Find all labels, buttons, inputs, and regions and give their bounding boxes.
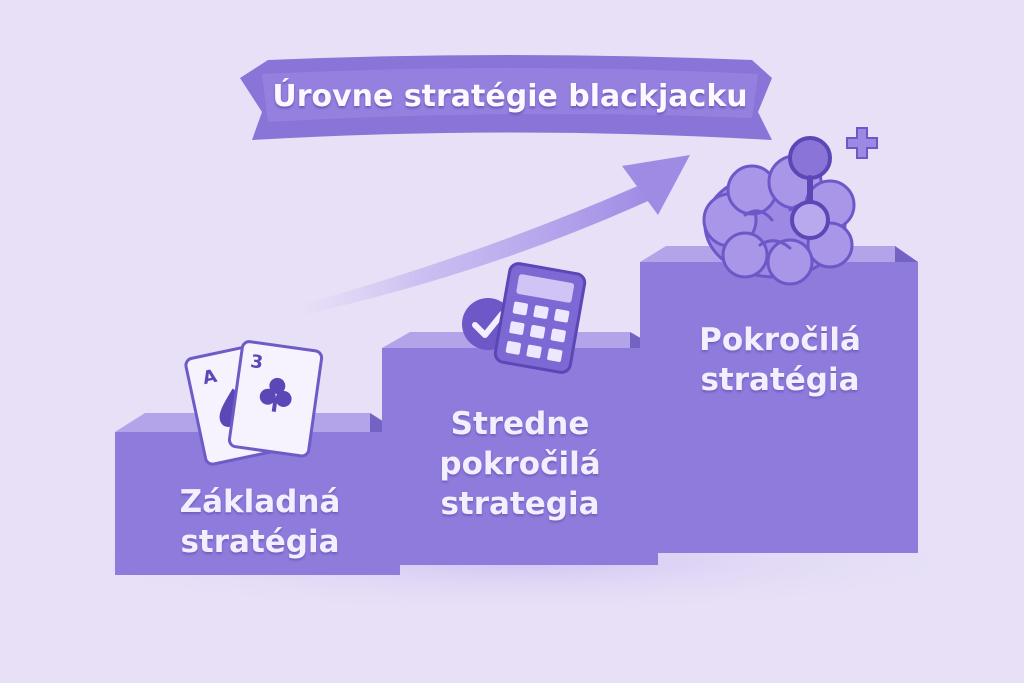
step-label-basic: Základná stratégia xyxy=(140,482,380,562)
plus-icon xyxy=(846,127,878,159)
step-label-advanced: Pokročilá stratégia xyxy=(662,320,898,400)
step-block-advanced xyxy=(640,246,918,553)
title-banner xyxy=(240,55,772,140)
magnifier-icon xyxy=(788,136,832,240)
three-rank: 3 xyxy=(249,351,264,374)
step-label-line: Stredne xyxy=(450,406,590,442)
step-label-line: stratégia xyxy=(700,362,860,398)
ace-rank: A xyxy=(201,366,219,389)
step-label-intermediate: Stredne pokročilá strategia xyxy=(402,404,638,524)
step-label-line: Pokročilá xyxy=(699,322,861,358)
calculator-icon xyxy=(493,262,587,374)
step-label-line: strategia xyxy=(440,486,600,522)
step-label-line: pokročilá xyxy=(439,446,601,482)
step-label-line: Základná xyxy=(179,484,341,520)
growth-arrow xyxy=(300,155,690,315)
brain-icon xyxy=(702,154,856,286)
playing-cards-icon: A 3 xyxy=(184,340,324,466)
page-title: Úrovne stratégie blackjacku xyxy=(272,78,748,114)
step-label-line: stratégia xyxy=(180,524,340,560)
